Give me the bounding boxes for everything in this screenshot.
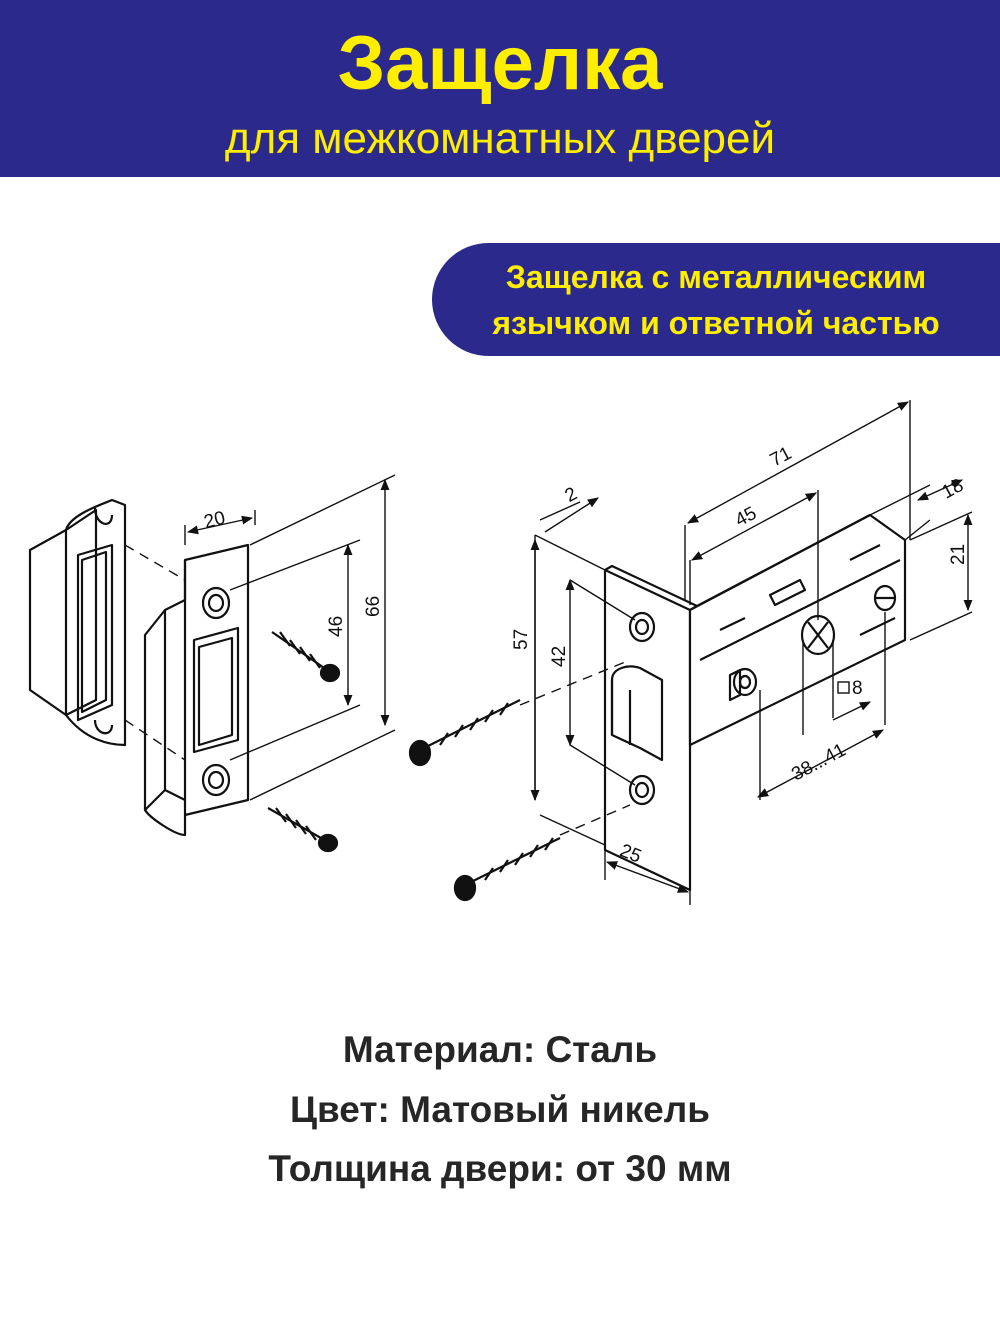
- dim-label-strike-height: 66: [363, 596, 384, 617]
- dim-label-backset: 45: [732, 503, 761, 531]
- dim-ext-46: [229, 539, 361, 761]
- dim-ext-45: [689, 490, 819, 620]
- spec-material: Материал: Сталь: [342, 1029, 658, 1070]
- badge-line-2: язычком и ответной частью: [492, 305, 940, 341]
- dim-label-body-height: 21: [948, 544, 969, 565]
- dim-ext-2: [534, 501, 606, 571]
- dim-ext-25: [604, 850, 691, 905]
- page-title: Защелка: [337, 21, 663, 106]
- dim-ext-38-41: [802, 640, 834, 735]
- strike-box: [28, 498, 127, 747]
- dim-line-8: [832, 701, 872, 721]
- strike-screw-top: [271, 631, 341, 683]
- dim-line-71: [687, 401, 909, 524]
- dim-ext-71: [684, 400, 911, 600]
- strike-screw-bottom: [267, 807, 339, 853]
- dim-line-2: [544, 497, 599, 533]
- dim-label-strike-hole-spacing: 46: [326, 616, 347, 637]
- dim-ext-21: [909, 511, 973, 641]
- dim-line-25: [605, 861, 690, 893]
- spec-door-thickness: Толщина двери: от 30 мм: [268, 1148, 732, 1189]
- badge-line-1: Защелка с металлическим: [505, 259, 927, 295]
- dim-ext-20: [184, 510, 256, 545]
- square-symbol: [837, 681, 850, 694]
- dim-label-spindle-square: 8: [852, 678, 863, 699]
- dim-ext-66: [249, 474, 396, 801]
- dim-line-38-41: [757, 729, 884, 798]
- page-subtitle: для межкомнатных дверей: [224, 114, 776, 163]
- header-banner: Защелка для межкомнатных дверей: [0, 0, 1000, 177]
- latch-bolt: [610, 665, 664, 762]
- dim-label-body-depth: 18: [938, 475, 967, 503]
- dim-label-faceplate-height: 57: [511, 629, 532, 650]
- dim-label-door-range: 38...41: [788, 740, 849, 786]
- latch-screw-top: [408, 699, 521, 767]
- latch-body: [688, 513, 907, 747]
- strike-plate: [143, 543, 250, 837]
- latch-screw-bottom: [453, 837, 561, 902]
- dim-label-faceplate-hole-spacing: 42: [549, 646, 570, 667]
- dim-label-faceplate-thickness: 2: [562, 483, 581, 507]
- dim-line-20: [186, 515, 254, 535]
- latch-technical-drawing: 20 46 66 2 57 42 25 71 45 18 21 8 38...4…: [28, 400, 973, 905]
- dim-line-45: [691, 492, 817, 561]
- spec-color: Цвет: Матовый никель: [290, 1089, 710, 1130]
- feature-badge: Защелка с металлическим язычком и ответн…: [432, 243, 1000, 356]
- dim-label-strike-width: 20: [202, 508, 228, 533]
- dim-ext-42: [569, 579, 636, 786]
- dim-line-18: [916, 479, 964, 501]
